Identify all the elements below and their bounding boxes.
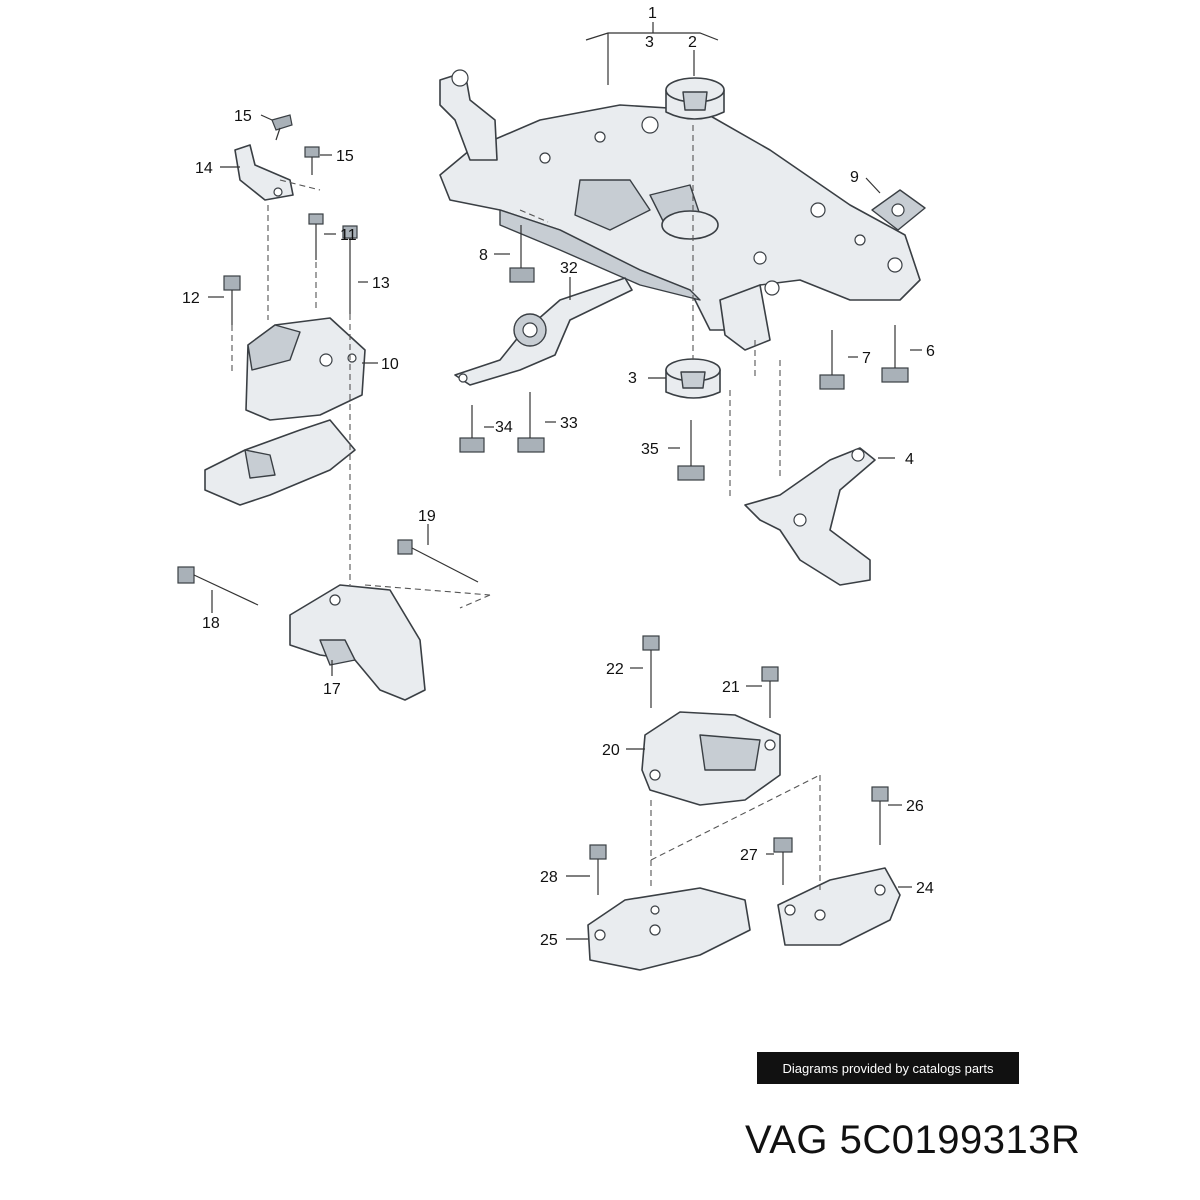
callout-15-b: 15 xyxy=(336,148,354,165)
callout-3-bottom: 3 xyxy=(628,370,637,387)
callout-4: 4 xyxy=(905,451,914,468)
upper-bush xyxy=(665,77,725,120)
callout-28: 28 xyxy=(540,869,558,886)
leader-lines xyxy=(208,22,922,940)
callout-10: 10 xyxy=(381,356,399,373)
callout-12: 12 xyxy=(182,290,200,307)
bolts xyxy=(177,114,909,895)
callout-22: 22 xyxy=(606,661,624,678)
callout-19: 19 xyxy=(418,508,436,525)
support-bracket-24 xyxy=(777,867,901,946)
callout-34: 34 xyxy=(495,419,513,436)
callout-35: 35 xyxy=(641,441,659,458)
callout-13: 13 xyxy=(372,275,390,292)
engine-carrier xyxy=(204,419,356,506)
reinforcement-plate xyxy=(871,189,926,231)
callout-27: 27 xyxy=(740,847,758,864)
callout-32: 32 xyxy=(560,260,578,277)
callout-17: 17 xyxy=(323,681,341,698)
callout-24: 24 xyxy=(916,880,934,897)
assembly-lines xyxy=(231,125,821,890)
callout-14: 14 xyxy=(195,160,213,177)
control-arm xyxy=(744,447,876,586)
subframe xyxy=(439,69,921,351)
callout-2: 2 xyxy=(688,34,697,51)
callout-1: 1 xyxy=(648,5,657,22)
callout-9: 9 xyxy=(850,169,859,186)
callout-33: 33 xyxy=(560,415,578,432)
credit-text: Diagrams provided by catalogs parts xyxy=(782,1060,994,1076)
engine-mount xyxy=(245,317,366,421)
callout-18: 18 xyxy=(202,615,220,632)
callout-labels: 1 3 2 15 15 14 9 11 8 32 13 12 6 7 10 3 … xyxy=(182,5,935,949)
lower-bush xyxy=(665,358,721,399)
callout-20: 20 xyxy=(602,742,620,759)
support-bracket-25 xyxy=(587,887,751,971)
callout-8: 8 xyxy=(479,247,488,264)
callout-15-a: 15 xyxy=(234,108,252,125)
gearbox-bracket xyxy=(289,584,426,701)
credit-banner: Diagrams provided by catalogs parts xyxy=(757,1052,1019,1084)
callout-26: 26 xyxy=(906,798,924,815)
heat-shield-bracket xyxy=(234,144,294,201)
gearbox-mount xyxy=(641,711,781,806)
callout-25: 25 xyxy=(540,932,558,949)
callout-7: 7 xyxy=(862,350,871,367)
torque-arm xyxy=(454,277,633,386)
callout-3-top: 3 xyxy=(645,34,654,51)
callout-11: 11 xyxy=(340,227,357,244)
callout-21: 21 xyxy=(722,679,740,696)
callout-6: 6 xyxy=(926,343,935,360)
part-number-title: VAG 5C0199313R xyxy=(745,1118,1081,1162)
